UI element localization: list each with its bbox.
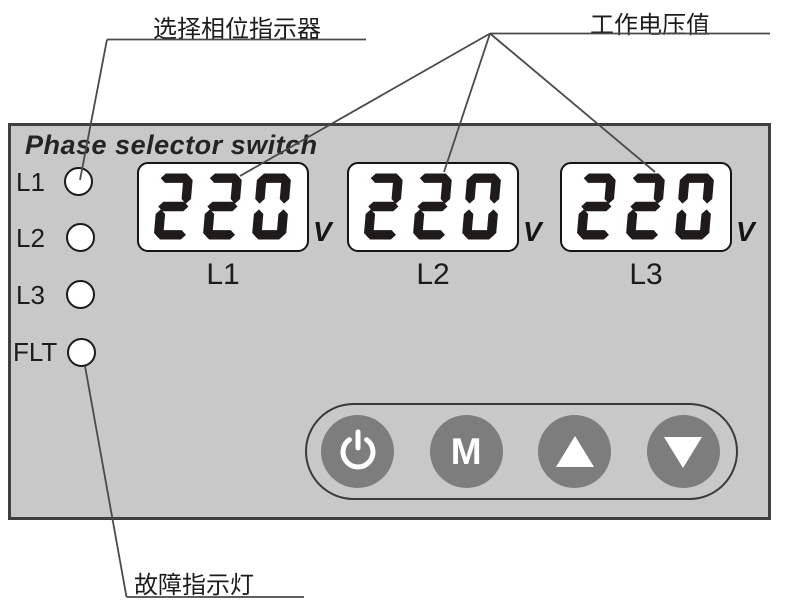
device-panel: Phase selector switch L1 L2 L3 FLT V L1 …	[8, 123, 771, 520]
down-button[interactable]	[646, 415, 720, 488]
power-button[interactable]	[321, 415, 394, 488]
seven-segment-display	[560, 162, 732, 252]
volt-unit-label: V	[736, 216, 755, 247]
display-phase-label: L2	[416, 258, 450, 291]
seven-segment-display	[137, 162, 309, 252]
up-triangle-icon	[555, 435, 594, 467]
power-icon	[340, 429, 375, 469]
voltage-display-l3: V L3	[560, 162, 775, 292]
indicator-led-l1	[63, 166, 93, 196]
display-phase-label: L3	[629, 258, 663, 291]
mode-button[interactable]: M	[429, 415, 503, 488]
indicator-label-l2: L2	[16, 223, 45, 253]
panel-title: Phase selector switch	[25, 130, 318, 160]
volt-unit-label: V	[313, 216, 332, 247]
volt-unit-label: V	[523, 216, 542, 247]
voltage-display-l1: V L1	[137, 162, 352, 292]
indicator-label-l1: L1	[16, 167, 45, 197]
display-phase-label: L1	[206, 258, 240, 291]
seven-segment-display	[347, 162, 519, 252]
down-triangle-icon	[664, 436, 703, 468]
indicator-led-l2	[65, 222, 95, 252]
button-bar: M	[305, 403, 738, 500]
voltage-display-l2: V L2	[347, 162, 562, 292]
indicator-led-l3	[65, 279, 95, 309]
callout-working-voltage: 工作电压值	[590, 11, 710, 39]
callout-fault-indicator: 故障指示灯	[134, 571, 254, 599]
mode-button-label: M	[450, 431, 482, 472]
up-button[interactable]	[538, 415, 612, 488]
indicator-led-flt	[66, 337, 96, 367]
indicator-label-l3: L3	[16, 280, 45, 310]
indicator-label-flt: FLT	[13, 337, 58, 367]
callout-phase-selector-indicator: 选择相位指示器	[153, 15, 321, 43]
